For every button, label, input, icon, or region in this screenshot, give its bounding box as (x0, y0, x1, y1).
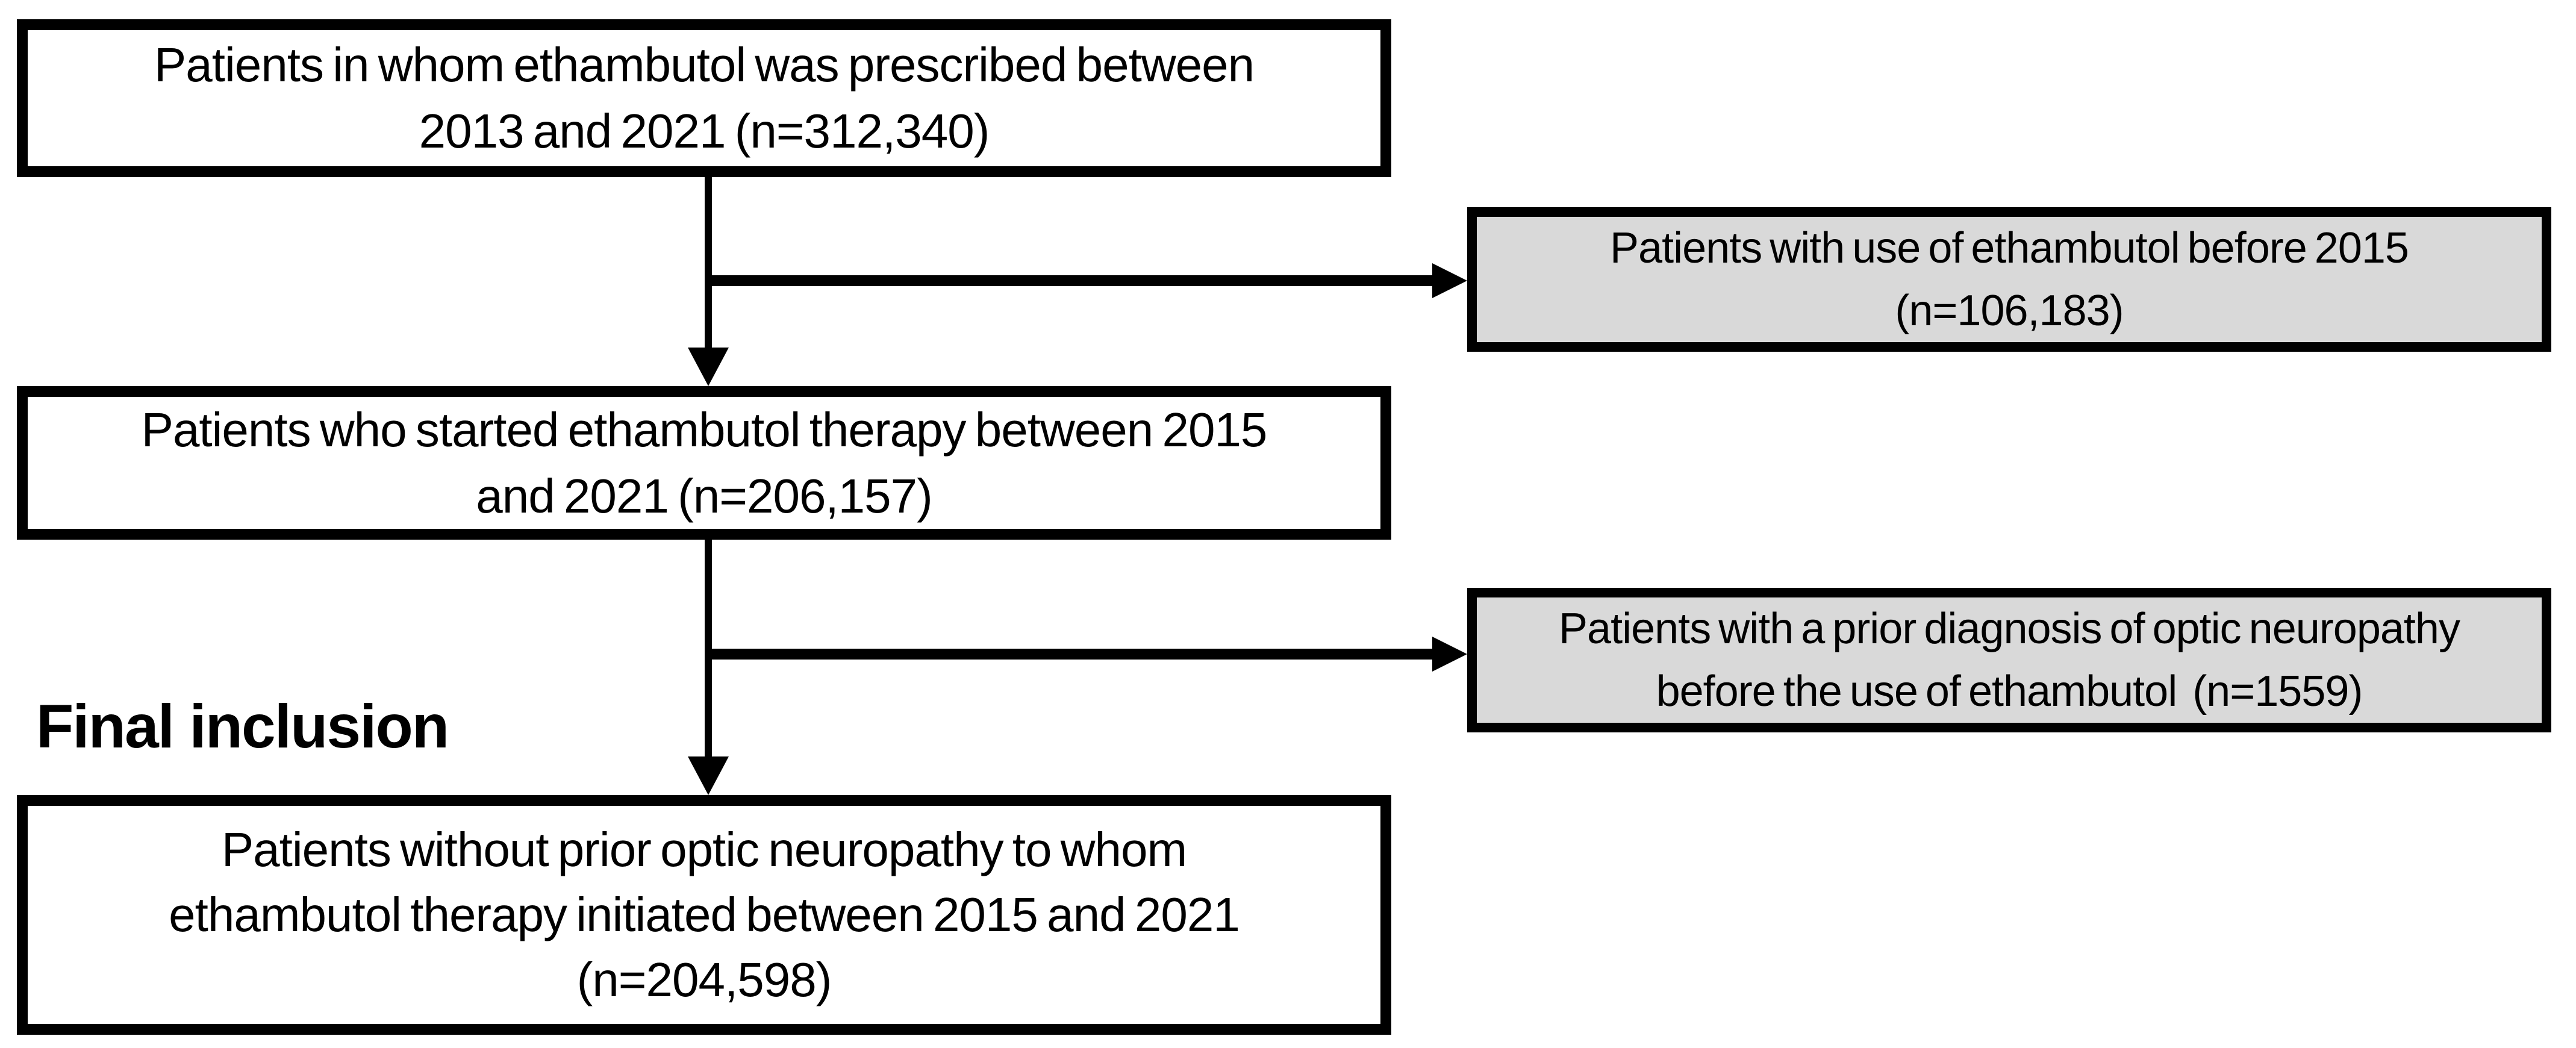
box-excluded-prior-use: Patients with use of ethambutol before 2… (1467, 207, 2551, 352)
flow-arrow-down-1 (705, 177, 712, 351)
box-text-line: and 2021 (n=206,157) (476, 469, 933, 523)
box-text-line: 2013 and 2021 (n=312,340) (419, 104, 990, 158)
box-text-line: (n=106,183) (1895, 287, 2124, 335)
box-text-line: Patients with a prior diagnosis of optic… (1559, 605, 2460, 653)
box-text-line: Patients without prior optic neuropathy … (221, 823, 1187, 876)
box-text-line: (n=204,598) (576, 953, 832, 1006)
box-started-therapy: Patients who started ethambutol therapy … (17, 386, 1391, 540)
arrowhead-down-icon (688, 756, 729, 795)
branch-arrow-right-2 (705, 649, 1433, 660)
box-text-line: Patients with use of ethambutol before 2… (1610, 224, 2409, 272)
final-inclusion-label: Final inclusion (36, 692, 449, 761)
branch-arrow-right-1 (705, 275, 1433, 286)
arrowhead-right-icon (1432, 637, 1467, 672)
box-text-line: Patients in whom ethambutol was prescrib… (154, 38, 1255, 92)
box-text-line: before the use of ethambutol (n=1559) (1656, 667, 2363, 716)
box-text-line: Patients who started ethambutol therapy … (141, 402, 1268, 457)
arrowhead-down-icon (688, 348, 729, 386)
arrowhead-right-icon (1432, 263, 1467, 298)
box-final-inclusion: Patients without prior optic neuropathy … (17, 795, 1391, 1035)
box-excluded-prior-neuropathy: Patients with a prior diagnosis of optic… (1467, 588, 2551, 732)
box-initial-cohort: Patients in whom ethambutol was prescrib… (17, 19, 1391, 177)
box-text-line: ethambutol therapy initiated between 201… (169, 888, 1240, 941)
